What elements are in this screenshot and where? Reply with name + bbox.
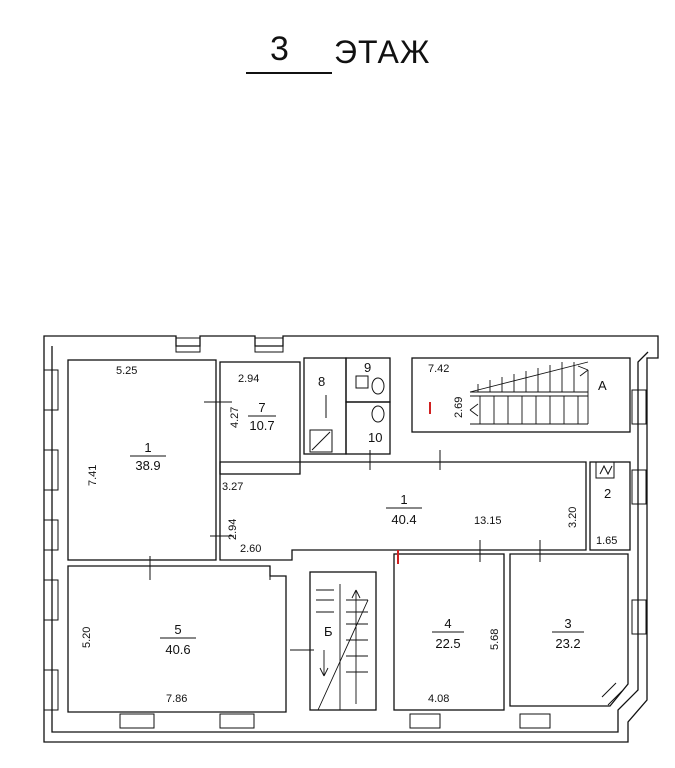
dim-5-20: 5.20 [81, 627, 93, 648]
dim-13-15: 13.15 [474, 515, 502, 527]
dim-7-41: 7.41 [87, 465, 99, 486]
room-10-number: 10 [368, 430, 382, 445]
dim-3-20: 3.20 [567, 507, 579, 528]
red-marks [397, 402, 431, 564]
room-5-label: 5 40.6 [160, 622, 196, 657]
sanitary-fixtures [309, 375, 385, 453]
room-7-number: 7 [258, 400, 265, 415]
room-4-number: 4 [444, 616, 451, 631]
dim-2-69: 2.69 [453, 397, 465, 418]
room-6-area: 38.9 [135, 458, 160, 473]
room-3-outline [509, 553, 629, 707]
room-5-outline [67, 565, 287, 713]
dim-5-68: 5.68 [489, 629, 501, 650]
room-4-outline [393, 553, 505, 711]
room-9-number: 9 [364, 360, 371, 375]
room-4-area: 22.5 [435, 636, 460, 651]
room-1-number: 1 [400, 492, 407, 507]
room-1-label: 1 40.4 [386, 492, 422, 527]
room-7-outline [219, 361, 301, 475]
room-6-outline [67, 359, 217, 561]
floor-number-underline [246, 72, 332, 74]
dim-2-94-side: 2.94 [227, 519, 239, 540]
windows [43, 337, 647, 729]
stair-b-label: Б [324, 624, 333, 639]
dim-1-65: 1.65 [596, 535, 617, 547]
room-5-number: 5 [174, 622, 181, 637]
stair-a-treads [469, 361, 589, 425]
outer-wall [43, 335, 659, 743]
floor-title: 3 ЭТАЖ [0, 26, 675, 86]
inner-wall [51, 346, 649, 733]
room-5-area: 40.6 [165, 642, 190, 657]
room-4-label: 4 22.5 [432, 616, 464, 651]
stair-a-outline [411, 357, 631, 433]
dim-7-42: 7.42 [428, 363, 449, 375]
dim-3-27: 3.27 [222, 481, 243, 493]
stair-b-outline [309, 571, 377, 711]
room-2-panel-icon [595, 461, 615, 479]
room-10-outline [345, 401, 391, 455]
dimension-labels: 5.25 7.41 2.94 4.27 7.42 2.69 3.27 2.94 … [81, 363, 617, 705]
room-3-number: 3 [564, 616, 571, 631]
room-6-label: 1 38.9 [130, 440, 166, 473]
dim-5-25: 5.25 [116, 365, 137, 377]
door-marks [149, 395, 541, 651]
room-8-number: 8 [318, 374, 325, 389]
room-3-label: 3 23.2 [552, 616, 584, 651]
floor-word: ЭТАЖ [334, 34, 431, 70]
room-1-area: 40.4 [391, 512, 416, 527]
room-1-outline [219, 461, 587, 561]
room-7-area: 10.7 [249, 418, 274, 433]
room-3-area: 23.2 [555, 636, 580, 651]
dim-7-86: 7.86 [166, 693, 187, 705]
dim-2-94-top: 2.94 [238, 373, 259, 385]
room-6-number: 1 [144, 440, 151, 455]
stair-a-label: А [598, 378, 607, 393]
room-2-number: 2 [604, 486, 611, 501]
stair-b-treads [316, 584, 369, 711]
dim-4-27: 4.27 [229, 407, 241, 428]
room-7-label: 7 10.7 [248, 400, 276, 433]
floor-number: 3 [270, 30, 289, 68]
dim-2-60: 2.60 [240, 543, 261, 555]
dim-4-08: 4.08 [428, 693, 449, 705]
